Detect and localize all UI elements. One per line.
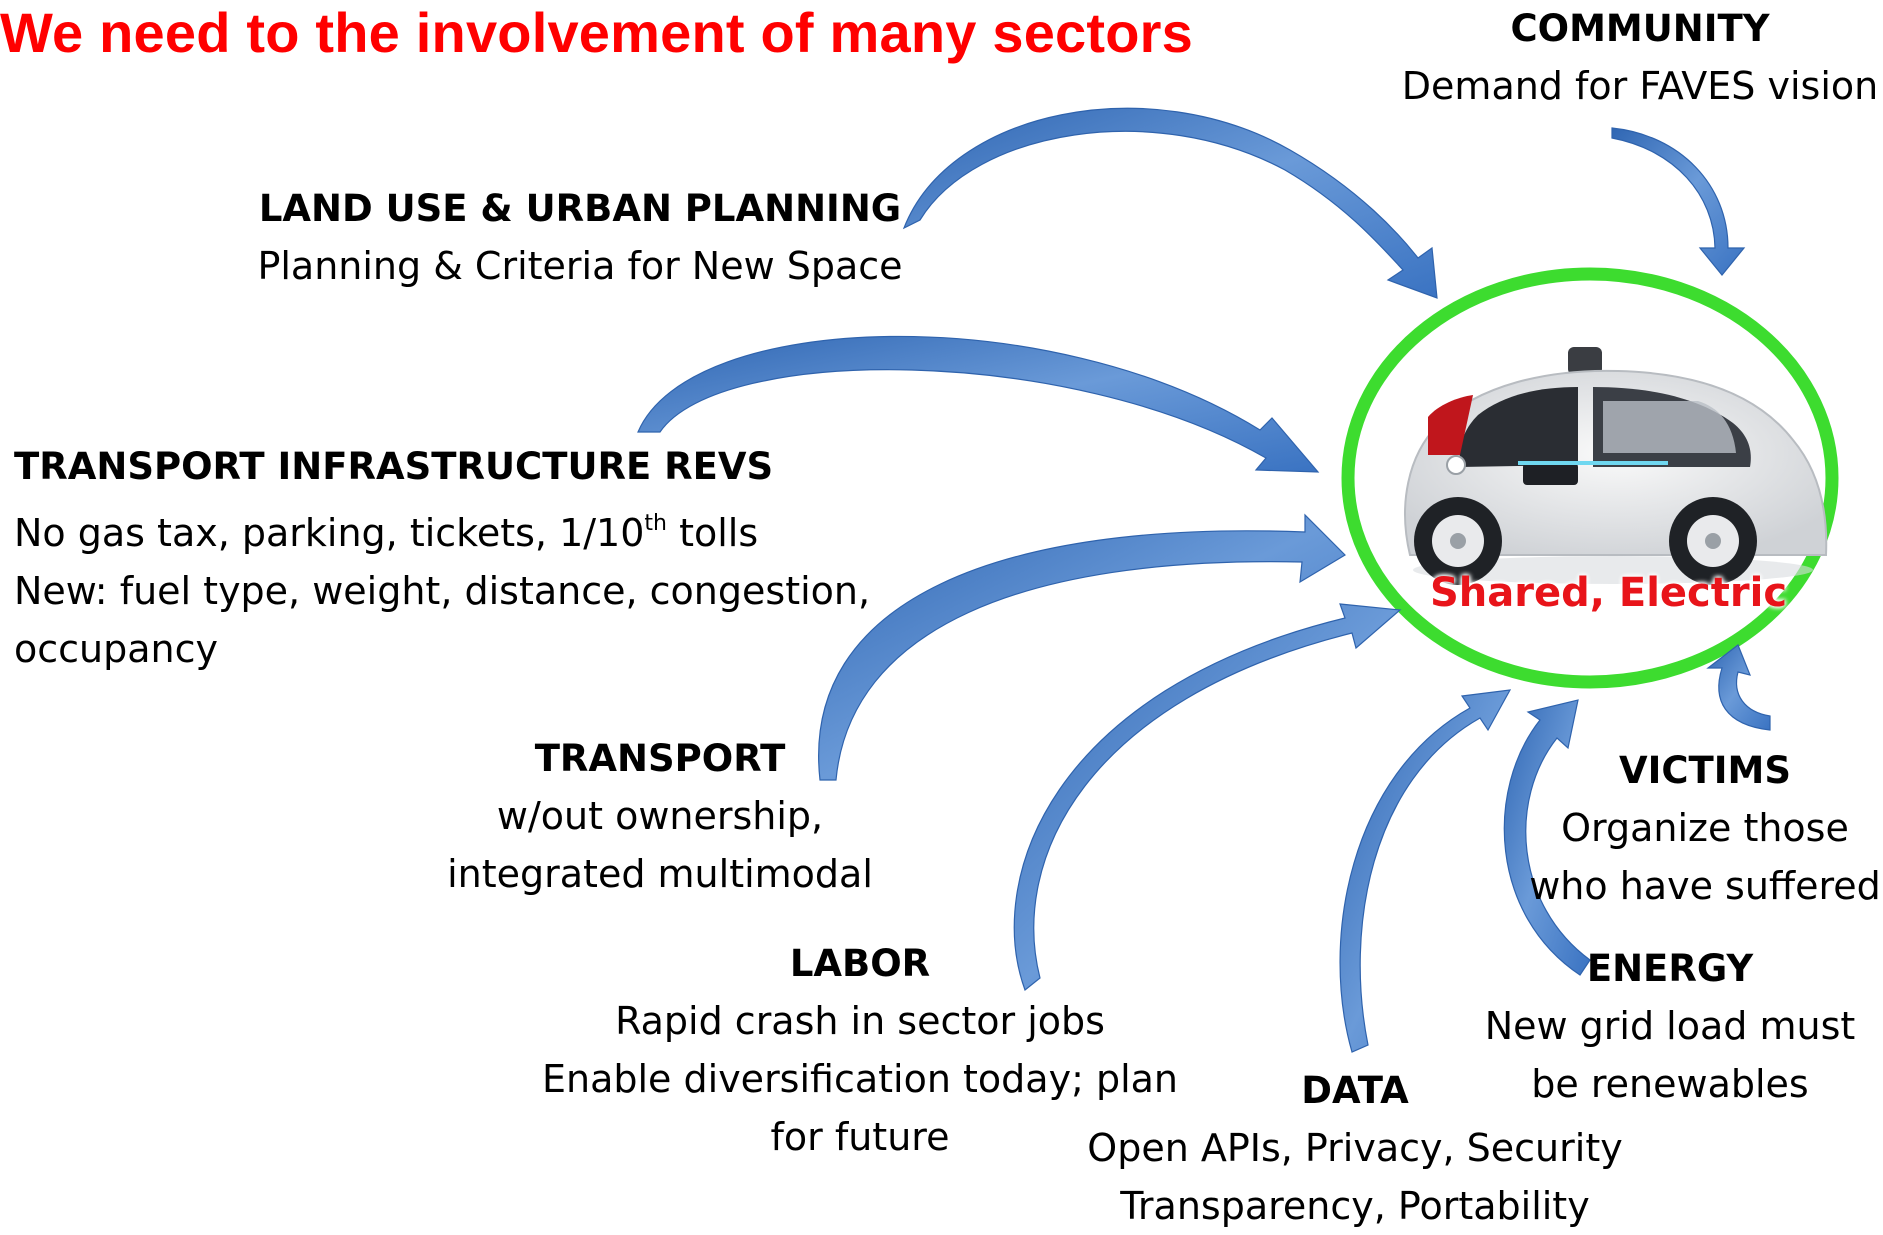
sector-line: for future — [770, 1115, 950, 1159]
sector-victims: VICTIMS Organize those who have suffered — [1520, 742, 1883, 915]
sector-land-use: LAND USE & URBAN PLANNING Planning & Cri… — [230, 180, 930, 295]
sector-heading: VICTIMS — [1618, 749, 1792, 792]
arrow-energy — [1503, 699, 1591, 976]
sector-heading: TRANSPORT INFRASTRUCTURE REVS — [14, 445, 774, 488]
sector-line: Open APIs, Privacy, Security — [1087, 1126, 1623, 1170]
sector-line: Planning & Criteria for New Space — [257, 244, 903, 288]
self-driving-car-icon — [1404, 347, 1828, 585]
sector-line: New: fuel type, weight, distance, conges… — [14, 569, 871, 613]
sector-line: New grid load must — [1484, 1004, 1856, 1048]
sector-heading: COMMUNITY — [1510, 7, 1770, 50]
arrow-land-use — [902, 107, 1438, 299]
sector-line: be renewables — [1531, 1062, 1809, 1106]
sector-line: Demand for FAVES vision — [1401, 64, 1879, 108]
sector-transport-infrastructure: TRANSPORT INFRASTRUCTURE REVS No gas tax… — [14, 438, 914, 678]
sector-labor: LABOR Rapid crash in sector jobs Enable … — [520, 935, 1200, 1166]
sector-heading: LABOR — [789, 942, 931, 985]
line-text: No gas tax, parking, tickets, 1/10 — [14, 511, 645, 555]
sector-community: COMMUNITY Demand for FAVES vision — [1380, 0, 1883, 115]
arrow-victims — [1706, 644, 1771, 731]
sector-data: DATA Open APIs, Privacy, Security Transp… — [1065, 1062, 1645, 1235]
sector-line: Rapid crash in sector jobs — [615, 999, 1105, 1043]
ordinal-superscript: th — [644, 511, 667, 536]
arrow-transport — [818, 513, 1346, 781]
sector-line: who have suffered — [1529, 864, 1881, 908]
sector-line: No gas tax, parking, tickets, 1/10th tol… — [14, 495, 914, 562]
line-text: tolls — [666, 511, 759, 555]
sector-line: Transparency, Portability — [1120, 1184, 1590, 1228]
arrow-transport-infra — [637, 335, 1320, 473]
arrow-labor — [1013, 603, 1402, 991]
sector-heading: DATA — [1301, 1069, 1409, 1112]
sector-line: w/out ownership, — [496, 794, 824, 838]
sector-heading: ENERGY — [1586, 947, 1754, 990]
sector-line: Organize those — [1561, 806, 1849, 850]
arrow-data — [1339, 689, 1512, 1053]
page-title: We need to the involvement of many secto… — [0, 1, 1193, 64]
sector-line: Enable diversification today; plan — [542, 1057, 1178, 1101]
sector-line: integrated multimodal — [447, 852, 873, 896]
sector-heading: LAND USE & URBAN PLANNING — [258, 187, 902, 230]
sector-line: occupancy — [14, 627, 218, 671]
arrow-community — [1611, 127, 1746, 276]
sector-heading: TRANSPORT — [534, 737, 786, 780]
sector-energy: ENERGY New grid load must be renewables — [1460, 940, 1880, 1113]
hub-label: Shared, Electric — [1430, 570, 1788, 616]
sector-transport: TRANSPORT w/out ownership, integrated mu… — [420, 730, 900, 903]
hub-ring — [1341, 267, 1839, 689]
